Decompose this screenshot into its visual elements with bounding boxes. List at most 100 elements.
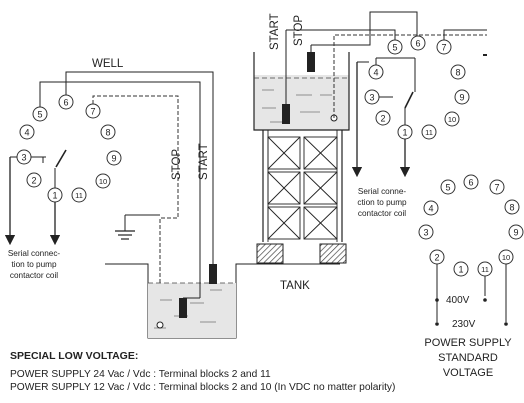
terminal-10-tank: 10 bbox=[444, 111, 460, 127]
terminal-9-power: 9 bbox=[508, 224, 524, 240]
terminal-4-left: 4 bbox=[19, 124, 35, 140]
svg-text:10: 10 bbox=[99, 177, 107, 186]
svg-text:1: 1 bbox=[52, 191, 57, 201]
terminal-5-tank: 5 bbox=[387, 39, 403, 55]
serial-text-left-2: tion to pump bbox=[11, 260, 57, 269]
svg-text:9: 9 bbox=[513, 228, 518, 238]
tank-relay: 5 6 7 4 8 3 9 2 10 1 11 bbox=[351, 35, 470, 178]
notes-title: SPECIAL LOW VOLTAGE: bbox=[10, 350, 139, 362]
svg-text:7: 7 bbox=[441, 43, 446, 53]
svg-text:2: 2 bbox=[380, 114, 385, 124]
svg-text:9: 9 bbox=[111, 154, 116, 164]
terminal-4-tank: 4 bbox=[368, 64, 384, 80]
terminal-5-power: 5 bbox=[440, 179, 456, 195]
terminal-7-power: 7 bbox=[489, 179, 505, 195]
svg-text:9: 9 bbox=[459, 93, 464, 103]
serial-text-mid-3: contactor coil bbox=[358, 209, 406, 218]
probe-stop-tank bbox=[307, 52, 315, 72]
serial-text-mid-1: Serial conne- bbox=[358, 187, 407, 196]
terminal-11-power: 11 bbox=[477, 261, 493, 277]
terminal-8-power: 8 bbox=[504, 199, 520, 215]
serial-text-mid-2: ction to pump bbox=[357, 198, 407, 207]
terminal-4-power: 4 bbox=[423, 200, 439, 216]
notes-line-24v: POWER SUPPLY 24 Vac / Vdc : Terminal blo… bbox=[10, 369, 271, 380]
svg-text:6: 6 bbox=[415, 39, 420, 49]
terminal-3-left: 3 bbox=[16, 149, 32, 165]
svg-text:3: 3 bbox=[21, 153, 26, 163]
svg-text:7: 7 bbox=[90, 107, 95, 117]
terminal-5-left: 5 bbox=[32, 106, 48, 122]
svg-text:8: 8 bbox=[509, 203, 514, 213]
terminal-9-left: 9 bbox=[106, 150, 122, 166]
wire-5-left bbox=[39, 81, 201, 268]
wire-7-left bbox=[92, 95, 179, 330]
terminal-3-power: 3 bbox=[418, 224, 434, 240]
terminal-1-tank: 1 bbox=[397, 124, 413, 140]
svg-text:10: 10 bbox=[502, 253, 510, 262]
terminal-7-tank: 7 bbox=[436, 39, 452, 55]
terminal-8-tank: 8 bbox=[450, 64, 466, 80]
wire-start-tank bbox=[286, 29, 396, 42]
notes-line-12v: POWER SUPPLY 12 Vac / Vdc : Terminal blo… bbox=[10, 382, 396, 393]
terminal-11-tank: 11 bbox=[421, 124, 437, 140]
svg-text:6: 6 bbox=[63, 98, 68, 108]
terminal-8-left: 8 bbox=[100, 124, 116, 140]
svg-text:3: 3 bbox=[423, 228, 428, 238]
power-relay: 5 6 7 4 8 3 9 2 1 11 10 bbox=[418, 174, 524, 326]
tank-footing-left bbox=[256, 243, 284, 264]
power-supply-title-3: VOLTAGE bbox=[443, 367, 493, 379]
tank-assembly bbox=[253, 30, 350, 264]
terminal-6-power: 6 bbox=[463, 174, 479, 190]
svg-text:2: 2 bbox=[31, 176, 36, 186]
tank-footing-right bbox=[319, 243, 347, 264]
svg-text:11: 11 bbox=[425, 128, 433, 137]
terminal-7-left: 7 bbox=[85, 103, 101, 119]
svg-text:4: 4 bbox=[24, 128, 29, 138]
power-supply-title-1: POWER SUPPLY bbox=[424, 337, 512, 349]
well-label: WELL bbox=[92, 58, 124, 70]
terminal-3-tank: 3 bbox=[364, 89, 380, 105]
terminal-1-power: 1 bbox=[453, 261, 469, 277]
wire-stop-tank bbox=[311, 11, 418, 46]
svg-text:5: 5 bbox=[37, 110, 42, 120]
relay-switch-contact-tank bbox=[404, 91, 414, 109]
svg-text:8: 8 bbox=[455, 68, 460, 78]
svg-text:5: 5 bbox=[445, 183, 450, 193]
stop-label-left: STOP bbox=[171, 149, 183, 180]
svg-text:2: 2 bbox=[434, 253, 439, 263]
svg-text:4: 4 bbox=[373, 68, 378, 78]
well-relay: 5 6 7 4 8 3 9 2 10 1 11 bbox=[4, 71, 214, 330]
svg-text:1: 1 bbox=[458, 265, 463, 275]
svg-text:3: 3 bbox=[369, 93, 374, 103]
svg-text:11: 11 bbox=[481, 265, 489, 274]
probe-stop-well bbox=[179, 298, 187, 318]
start-label-left: START bbox=[198, 143, 210, 180]
terminal-2-tank: 2 bbox=[375, 110, 391, 126]
svg-text:11: 11 bbox=[75, 191, 83, 200]
terminal-10-left: 10 bbox=[95, 173, 111, 189]
start-label-tank: START bbox=[269, 13, 281, 50]
probe-start-tank bbox=[282, 104, 290, 124]
probe-start-well bbox=[209, 264, 217, 284]
svg-text:5: 5 bbox=[392, 43, 397, 53]
svg-text:10: 10 bbox=[448, 115, 456, 124]
relay-switch-contact-left bbox=[55, 149, 67, 168]
terminal-9-tank: 9 bbox=[454, 89, 470, 105]
terminal-2-left: 2 bbox=[26, 172, 42, 188]
svg-text:8: 8 bbox=[105, 128, 110, 138]
svg-text:4: 4 bbox=[428, 204, 433, 214]
terminal-1-left: 1 bbox=[47, 187, 63, 203]
terminal-6-tank: 6 bbox=[410, 35, 426, 51]
terminal-2-power: 2 bbox=[429, 249, 445, 265]
wire-common-tank bbox=[333, 34, 487, 118]
voltage-400-label: 400V bbox=[446, 295, 470, 306]
terminal-6-left: 6 bbox=[58, 94, 74, 110]
power-supply-title-2: STANDARD bbox=[438, 352, 498, 364]
svg-text:1: 1 bbox=[402, 128, 407, 138]
wire-6-left bbox=[65, 71, 214, 268]
terminal-10-power: 10 bbox=[498, 249, 514, 265]
serial-text-left-3: contactor coil bbox=[10, 271, 58, 280]
svg-text:6: 6 bbox=[468, 178, 473, 188]
tank-label: TANK bbox=[280, 280, 310, 292]
svg-text:7: 7 bbox=[494, 183, 499, 193]
